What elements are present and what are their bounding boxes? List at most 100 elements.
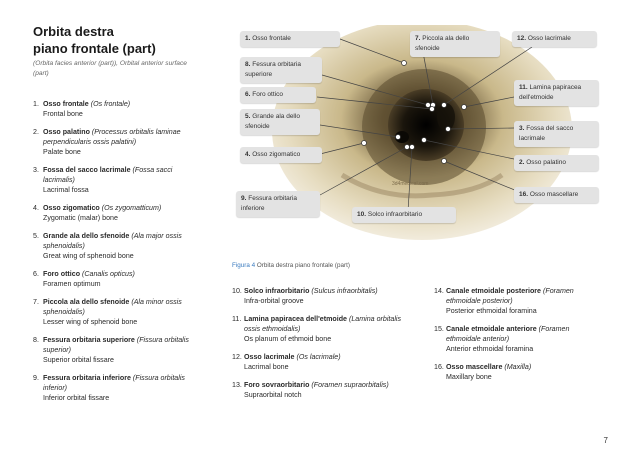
- list-item: 9. Fessura orbitaria inferiore (Fissura o…: [33, 373, 193, 403]
- list-item-latin-name: (Os zygomatticum): [101, 204, 162, 212]
- list-item-english-name: Inferior orbital fissare: [43, 394, 110, 402]
- list-item-latin-name: (Lamina orbitalis ossis ethmoidalis): [244, 315, 402, 333]
- left-structure-list: 1. Osso frontale (Os frontale) Frontal bon…: [33, 99, 193, 411]
- callout-10: 10. Solco infraorbitario: [352, 207, 456, 223]
- list-item-italian-name: Canale etmoidale anteriore: [446, 325, 537, 333]
- page-number: 7: [603, 436, 608, 445]
- list-item-latin-name: (Maxilla): [504, 363, 532, 371]
- list-item-english-name: Lesser wing of sphenoid bone: [43, 318, 138, 326]
- page-title-line2: piano frontale (part): [33, 41, 156, 56]
- list-item-english-name: Supraorbital notch: [244, 391, 302, 399]
- list-item-italian-name: Osso lacrimale: [244, 353, 295, 361]
- list-item-english-name: Great wing of sphenoid bone: [43, 252, 134, 260]
- callout-12: 12. Osso lacrimale: [512, 31, 597, 47]
- list-item-number: 5.: [33, 232, 39, 240]
- callout-5: 5. Grande ala dello sfenoide: [240, 109, 320, 135]
- list-item-latin-name: (Ala minor ossis sphenoidalis): [43, 298, 182, 316]
- callout-4: 4. Osso zigomatico: [240, 147, 322, 163]
- callout-11: 11. Lamina papiracea dell'etmoide: [514, 80, 599, 106]
- list-item-number: 16.: [434, 363, 444, 371]
- list-item-latin-name: (Processus orbitalis laminae perpendicul…: [43, 128, 181, 146]
- list-item-english-name: Superior orbital fissare: [43, 356, 114, 364]
- list-item-italian-name: Osso zigomatico: [43, 204, 100, 212]
- figure-watermark: 3d4medical.com: [392, 181, 428, 187]
- list-item: 10.Solco infraorbitario (Sulcus infraorb…: [232, 286, 407, 306]
- callout-1: 1. Osso frontale: [240, 31, 340, 47]
- list-item-english-name: Foramen optimum: [43, 280, 101, 288]
- list-item-number: 10.: [232, 287, 242, 295]
- list-item: 3. Fossa del sacco lacrimale (Fossa sacci…: [33, 165, 193, 195]
- list-item-english-name: Frontal bone: [43, 110, 83, 118]
- list-item-number: 8.: [33, 336, 39, 344]
- figure-caption-label: Figura 4: [232, 262, 256, 269]
- list-item-italian-name: Foro sovraorbitario: [244, 381, 310, 389]
- callout-9: 9. Fessura orbitaria inferiore: [236, 191, 320, 217]
- right-structure-list: 14.Canale etmoidale posteriore (Foramen …: [434, 286, 594, 390]
- callout-8: 8. Fessura orbitaria superiore: [240, 57, 322, 83]
- list-item: 5. Grande ala dello sfenoide (Ala major o…: [33, 231, 193, 261]
- list-item: 14.Canale etmoidale posteriore (Foramen …: [434, 286, 594, 316]
- callout-7: 7. Piccola ala dello sfenoide: [410, 31, 500, 57]
- orbit-figure: 3d4medical.com 1. Osso frontale 7. Picco…: [232, 25, 607, 255]
- list-item-italian-name: Canale etmoidale posteriore: [446, 287, 542, 295]
- list-item-number: 4.: [33, 204, 39, 212]
- list-item-latin-name: (Os frontale): [90, 100, 131, 108]
- list-item-italian-name: Solco infraorbitario: [244, 287, 310, 295]
- list-item-italian-name: Osso palatino: [43, 128, 90, 136]
- list-item-number: 1.: [33, 100, 39, 108]
- list-item-english-name: Maxillary bone: [446, 373, 492, 381]
- list-item-latin-name: (Fossa sacci lacrimalis): [43, 166, 173, 184]
- list-item-latin-name: (Fissura orbitalis inferior): [43, 374, 185, 392]
- list-item: 13.Foro sovraorbitario (Foramen supraorb…: [232, 380, 407, 400]
- list-item: 8. Fessura orbitaria superiore (Fissura o…: [33, 335, 193, 365]
- list-item-italian-name: Grande ala dello sfenoide: [43, 232, 130, 240]
- list-item-italian-name: Fossa del sacco lacrimale: [43, 166, 131, 174]
- list-item-italian-name: Osso mascellare: [446, 363, 503, 371]
- list-item-english-name: Anterior ethmoidal foramina: [446, 345, 534, 353]
- list-item-number: 11.: [232, 315, 242, 323]
- list-item: 2. Osso palatino (Processus orbitalis lam…: [33, 127, 193, 157]
- list-item-number: 13.: [232, 381, 242, 389]
- list-item-number: 6.: [33, 270, 39, 278]
- list-item-number: 2.: [33, 128, 39, 136]
- list-item: 15.Canale etmoidale anteriore (Foramen e…: [434, 324, 594, 354]
- list-item-italian-name: Piccola ala dello sfenoide: [43, 298, 130, 306]
- list-item-latin-name: (Foramen ethmoidale anterior): [446, 325, 570, 343]
- page-title-line1: Orbita destra: [33, 24, 114, 39]
- list-item-number: 15.: [434, 325, 444, 333]
- list-item-number: 12.: [232, 353, 242, 361]
- list-item-number: 14.: [434, 287, 444, 295]
- list-item-italian-name: Fessura orbitaria inferiore: [43, 374, 131, 382]
- list-item-english-name: Infra-orbital groove: [244, 297, 304, 305]
- list-item-latin-name: (Os lacrimale): [296, 353, 341, 361]
- list-item-latin-name: (Foramen ethmoidale posterior): [446, 287, 574, 305]
- list-item: 1. Osso frontale (Os frontale) Frontal bon…: [33, 99, 193, 119]
- list-item-latin-name: (Fissura orbitalis superior): [43, 336, 189, 354]
- page-subtitle: (Orbita facies anterior (part)), Orbital…: [33, 60, 187, 77]
- callout-6: 6. Foro ottico: [240, 87, 316, 103]
- list-item-number: 9.: [33, 374, 39, 382]
- middle-structure-list: 10.Solco infraorbitario (Sulcus infraorb…: [232, 286, 407, 408]
- list-item-number: 7.: [33, 298, 39, 306]
- list-item-italian-name: Osso frontale: [43, 100, 89, 108]
- list-item: 11.Lamina papiracea dell'etmoide (Lamina…: [232, 314, 407, 344]
- figure-caption-text: Orbita destra piano frontale (part): [256, 262, 350, 269]
- list-item: 6. Foro ottico (Canalis opticus) Foramen o…: [33, 269, 193, 289]
- figure-caption: Figura 4 Orbita destra piano frontale (p…: [232, 262, 350, 269]
- list-item-italian-name: Foro ottico: [43, 270, 81, 278]
- list-item-latin-name: (Foramen supraorbitalis): [311, 381, 389, 389]
- list-item-english-name: Zygomatic (malar) bone: [43, 214, 118, 222]
- list-item: 16.Osso mascellare (Maxilla) Maxillary bo…: [434, 362, 594, 382]
- list-item-english-name: Posterior ethmoidal foramina: [446, 307, 537, 315]
- callout-2: 2. Osso palatino: [514, 155, 599, 171]
- list-item-number: 3.: [33, 166, 39, 174]
- list-item-latin-name: (Canalis opticus): [82, 270, 135, 278]
- page-title: Orbita destra piano frontale (part): [33, 23, 156, 57]
- list-item-english-name: Os planum of ethmoid bone: [244, 335, 332, 343]
- list-item-english-name: Lacrimal bone: [244, 363, 289, 371]
- list-item-latin-name: (Sulcus infraorbitalis): [311, 287, 378, 295]
- list-item-italian-name: Fessura orbitaria superiore: [43, 336, 135, 344]
- list-item: 7. Piccola ala dello sfenoide (Ala minor …: [33, 297, 193, 327]
- list-item: 4. Osso zigomatico (Os zygomatticum) Zygom…: [33, 203, 193, 223]
- list-item-latin-name: (Ala major ossis sphenoidalis): [43, 232, 182, 250]
